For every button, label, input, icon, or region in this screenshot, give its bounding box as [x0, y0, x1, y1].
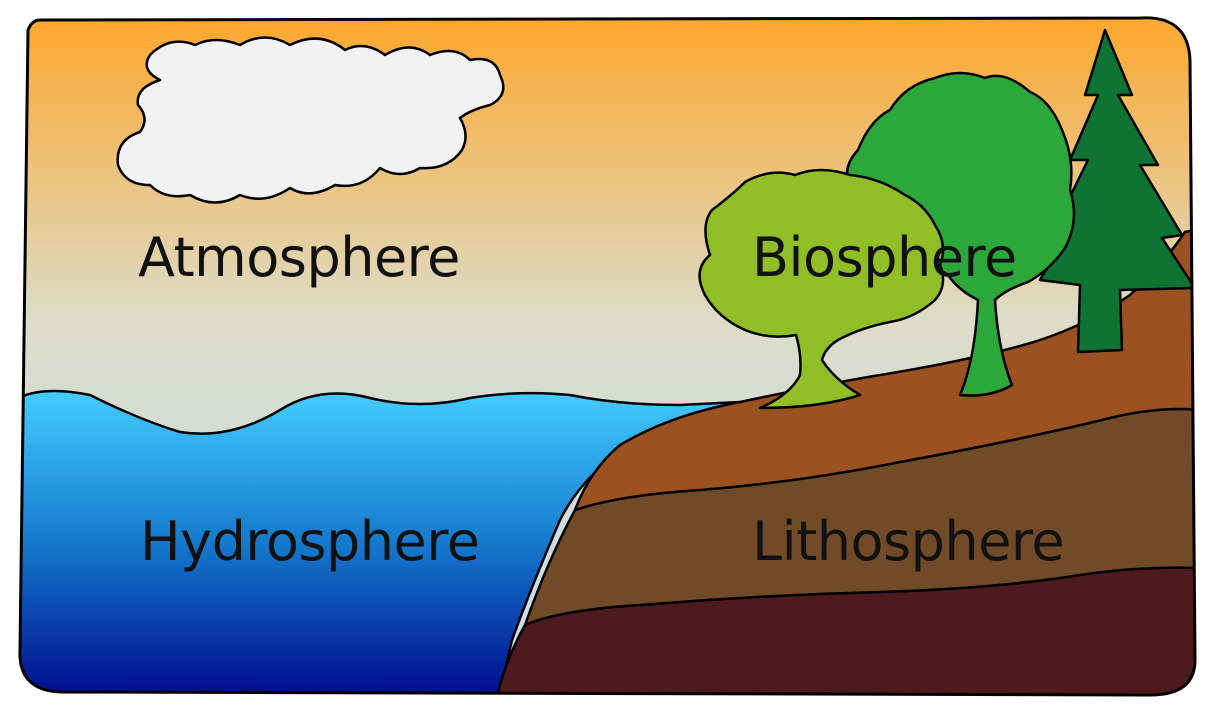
biosphere-label: Biosphere — [752, 226, 1017, 289]
hydrosphere-label: Hydrosphere — [140, 510, 480, 573]
atmosphere-label: Atmosphere — [138, 226, 460, 289]
lithosphere-label: Lithosphere — [752, 510, 1064, 573]
